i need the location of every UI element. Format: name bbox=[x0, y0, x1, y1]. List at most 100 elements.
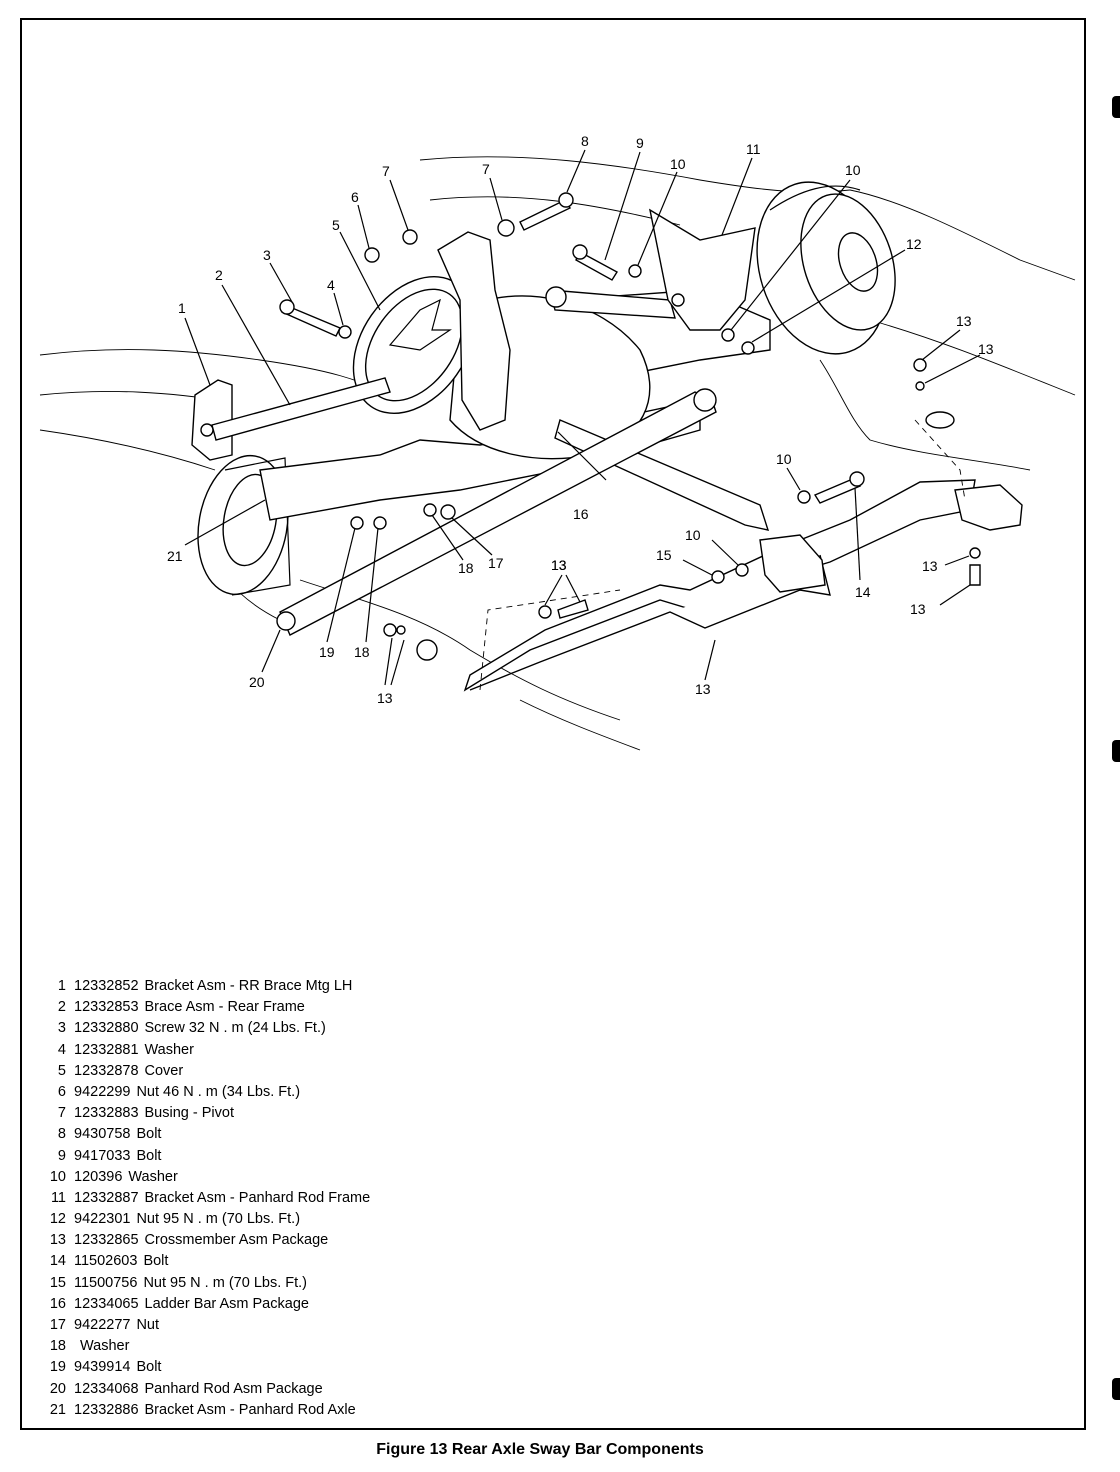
part-description: Cover bbox=[144, 1062, 184, 1079]
callout: 10 bbox=[685, 527, 701, 543]
part-description: Ladder Bar Asm Package bbox=[144, 1295, 309, 1312]
leader-lines bbox=[184, 149, 981, 686]
part-callout-number: 5 bbox=[57, 1062, 66, 1079]
binder-hole-mark bbox=[1112, 1378, 1120, 1400]
part-number: 12332887 bbox=[74, 1189, 139, 1206]
part-number: 9422277 bbox=[74, 1317, 131, 1333]
callout: 9 bbox=[636, 135, 644, 151]
part-number: 12332883 bbox=[74, 1105, 139, 1122]
callout: 5 bbox=[332, 217, 340, 233]
binder-hole-mark bbox=[1112, 96, 1120, 118]
part-number: 12334065 bbox=[74, 1295, 139, 1312]
part-number: 9439914 bbox=[74, 1359, 131, 1376]
part-callout-number: 8 bbox=[57, 1126, 66, 1143]
callout: 13 bbox=[551, 557, 567, 573]
parts-list-row: 6 9422299 Nut 46 N . m (34 Lbs. Ft.) bbox=[40, 1082, 640, 1103]
binder-hole-mark bbox=[1112, 740, 1120, 762]
bracket-rr-brace-lh bbox=[191, 379, 233, 461]
parts-list-row: 8 9430758 Bolt bbox=[40, 1124, 640, 1145]
part-callout-number: 13 bbox=[49, 1232, 66, 1249]
figure-caption: Figure 13 Rear Axle Sway Bar Components bbox=[376, 1441, 704, 1458]
part-callout-number: 7 bbox=[57, 1105, 66, 1122]
part-description: Washer bbox=[128, 1168, 178, 1185]
parts-list-row: 17 9422277 Nut bbox=[40, 1315, 640, 1336]
part-callout-number: 9 bbox=[57, 1147, 66, 1164]
callout: 1 bbox=[178, 300, 186, 316]
part-number: 9430758 bbox=[74, 1126, 131, 1143]
callout: 7 bbox=[482, 161, 490, 177]
part-number: 12332865 bbox=[74, 1232, 139, 1249]
part-number: 12334068 bbox=[74, 1380, 139, 1397]
part-callout-number: 21 bbox=[49, 1401, 66, 1418]
parts-list-row: 18 Washer bbox=[40, 1336, 640, 1357]
crossmember bbox=[463, 419, 1023, 692]
part-description: Bracket Asm - Panhard Rod Frame bbox=[144, 1189, 371, 1206]
part-description: Bracket Asm - RR Brace Mtg LH bbox=[144, 978, 353, 994]
callout: 13 bbox=[956, 313, 972, 329]
callout: 2 bbox=[215, 267, 223, 283]
part-callout-number: 17 bbox=[49, 1317, 66, 1333]
part-description: Bolt bbox=[143, 1253, 169, 1270]
part-description: Panhard Rod Asm Package bbox=[144, 1380, 323, 1397]
part-callout-number: 11 bbox=[50, 1189, 66, 1206]
part-number: 12332886 bbox=[74, 1401, 139, 1418]
callout: 14 bbox=[855, 584, 871, 600]
panhard-rod bbox=[276, 388, 717, 636]
part-description: Washer bbox=[80, 1338, 130, 1355]
rear-frame-brace bbox=[211, 377, 391, 441]
part-callout-number: 4 bbox=[57, 1041, 66, 1058]
callout: 10 bbox=[670, 156, 686, 172]
part-description: Bolt bbox=[136, 1126, 162, 1143]
part-description: Bolt bbox=[136, 1147, 162, 1164]
part-number: 11500756 bbox=[74, 1274, 138, 1291]
part-callout-number: 2 bbox=[57, 999, 66, 1016]
part-number: 9422299 bbox=[74, 1083, 131, 1100]
callout: 10 bbox=[776, 451, 792, 467]
part-number: 11502603 bbox=[74, 1253, 138, 1270]
bracket-panhard-rod-frame bbox=[649, 208, 756, 331]
brake-drum-right bbox=[756, 181, 896, 355]
callout: 13 bbox=[910, 601, 926, 617]
part-number: 12332880 bbox=[74, 1020, 139, 1037]
callout: 21 bbox=[167, 548, 183, 564]
parts-list-row: 9 9417033 Bolt bbox=[40, 1146, 640, 1167]
parts-list-row: 21 12332886 Bracket Asm - Panhard Rod Axle bbox=[40, 1400, 640, 1421]
parts-list-row: 19 9439914 Bolt bbox=[40, 1357, 640, 1378]
part-callout-number: 20 bbox=[49, 1380, 66, 1397]
part-description: Nut bbox=[136, 1317, 160, 1333]
part-description: Washer bbox=[144, 1041, 194, 1058]
part-callout-number: 15 bbox=[49, 1274, 66, 1291]
callout: 13 bbox=[377, 690, 393, 706]
part-callout-number: 18 bbox=[49, 1338, 66, 1355]
part-description: Nut 46 N . m (34 Lbs. Ft.) bbox=[136, 1083, 301, 1100]
part-callout-number: 6 bbox=[57, 1083, 66, 1100]
callout: 3 bbox=[263, 247, 271, 263]
callout: 7 bbox=[382, 163, 390, 179]
part-description: Crossmember Asm Package bbox=[144, 1232, 329, 1249]
part-number: 12332881 bbox=[74, 1041, 139, 1058]
callout: 20 bbox=[249, 674, 265, 690]
part-description: Nut 95 N . m (70 Lbs. Ft.) bbox=[136, 1211, 301, 1228]
part-callout-number: 19 bbox=[49, 1359, 66, 1376]
part-description: Bolt bbox=[136, 1359, 162, 1376]
part-description: Bracket Asm - Panhard Rod Axle bbox=[144, 1401, 356, 1418]
callout: 13 bbox=[695, 681, 711, 697]
callout: 6 bbox=[351, 189, 359, 205]
callout: 12 bbox=[906, 236, 922, 252]
part-number: 9417033 bbox=[74, 1147, 131, 1164]
callout: 13 bbox=[551, 557, 567, 573]
callout: 4 bbox=[327, 277, 335, 293]
callout: 8 bbox=[581, 133, 589, 149]
part-number: 9422301 bbox=[74, 1211, 131, 1228]
part-number: 12332853 bbox=[74, 999, 139, 1016]
callout: 13 bbox=[922, 558, 938, 574]
